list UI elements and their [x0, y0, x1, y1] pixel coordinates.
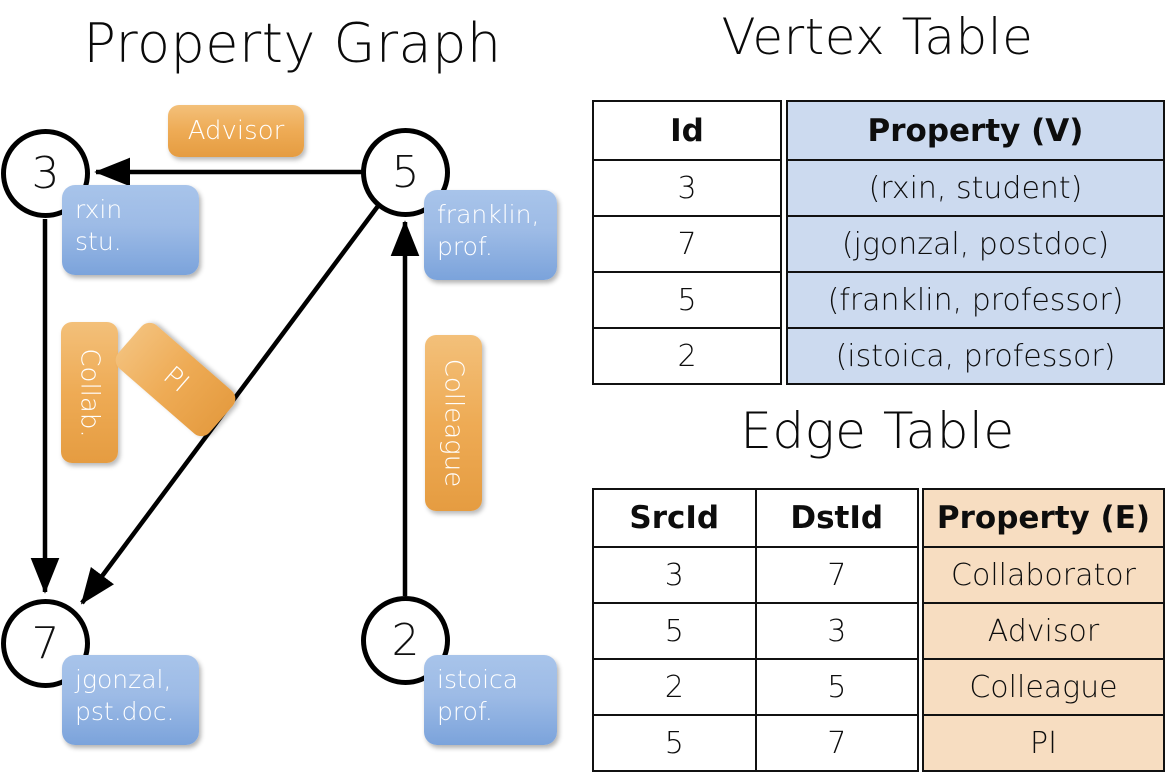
- vertex-property-cell: (jgonzal, postdoc): [786, 215, 1165, 273]
- graph-node-5[interactable]: 5: [361, 128, 450, 217]
- node-property-line-2: pst.doc.: [75, 697, 175, 726]
- vertex-id-cell: 2: [592, 327, 782, 385]
- page-title-edge-table: Edge Table: [740, 402, 1015, 460]
- node-property-line-1: rxin: [75, 195, 123, 224]
- column-header-id: Id: [592, 100, 782, 161]
- edge-srcid-cell: 2: [592, 658, 757, 716]
- vertex-property-cell: (istoica, professor): [786, 327, 1165, 385]
- table-row[interactable]: 5 7: [592, 714, 919, 772]
- table-row[interactable]: Colleague: [922, 658, 1165, 716]
- table-row[interactable]: 7: [592, 215, 782, 273]
- property-graph-diagram: 3 5 7 2 rxin stu. franklin, prof. jgonza…: [0, 0, 585, 760]
- table-row[interactable]: (jgonzal, postdoc): [786, 215, 1165, 273]
- node-property-line-1: franklin,: [437, 200, 540, 229]
- column-header-dstid: DstId: [754, 488, 919, 548]
- table-row[interactable]: 5 3: [592, 602, 919, 660]
- edge-label-text: PI: [156, 360, 195, 399]
- table-row[interactable]: (rxin, student): [786, 159, 1165, 217]
- column-header-srcid: SrcId: [592, 488, 757, 548]
- table-row[interactable]: Advisor: [922, 602, 1165, 660]
- table-header-row: Property (E): [922, 488, 1165, 548]
- node-property-line-1: jgonzal,: [75, 665, 172, 694]
- edge-label-advisor[interactable]: Advisor: [168, 105, 304, 157]
- table-row[interactable]: 2 5: [592, 658, 919, 716]
- edge-dstid-cell: 5: [754, 658, 919, 716]
- edge-srcid-cell: 5: [592, 714, 757, 772]
- edge-label-text: Colleague: [438, 358, 469, 488]
- edge-srcid-cell: 3: [592, 546, 757, 604]
- edge-property-cell: Collaborator: [922, 546, 1165, 604]
- node-property-line-2: prof.: [437, 697, 493, 726]
- table-row[interactable]: PI: [922, 714, 1165, 772]
- node-property-bubble-3[interactable]: rxin stu.: [62, 185, 199, 275]
- table-row[interactable]: Collaborator: [922, 546, 1165, 604]
- column-header-property-e: Property (E): [922, 488, 1165, 548]
- graph-node-2[interactable]: 2: [361, 596, 450, 685]
- node-property-bubble-7[interactable]: jgonzal, pst.doc.: [62, 655, 199, 745]
- edge-table-id-columns: SrcId DstId 3 7 5 3 2 5 5 7: [592, 488, 919, 772]
- edge-dstid-cell: 7: [754, 714, 919, 772]
- edge-dstid-cell: 3: [754, 602, 919, 660]
- edge-table-property-column: Property (E) Collaborator Advisor Collea…: [922, 488, 1165, 772]
- vertex-id-cell: 5: [592, 271, 782, 329]
- vertex-table-property-column: Property (V) (rxin, student) (jgonzal, p…: [786, 100, 1165, 385]
- node-property-line-2: stu.: [75, 227, 122, 256]
- page-title-property-graph: Property Graph: [83, 12, 502, 75]
- vertex-property-cell: (rxin, student): [786, 159, 1165, 217]
- node-property-bubble-5[interactable]: franklin, prof.: [424, 190, 557, 280]
- table-header-row: Id: [592, 100, 782, 161]
- table-row[interactable]: 5: [592, 271, 782, 329]
- edge-property-cell: Colleague: [922, 658, 1165, 716]
- edge-label-text: Advisor: [187, 116, 285, 146]
- edge-label-colleague[interactable]: Colleague: [425, 335, 482, 511]
- table-row[interactable]: 3: [592, 159, 782, 217]
- vertex-property-cell: (franklin, professor): [786, 271, 1165, 329]
- page-title-vertex-table: Vertex Table: [721, 8, 1034, 66]
- edge-property-cell: Advisor: [922, 602, 1165, 660]
- table-row[interactable]: 2: [592, 327, 782, 385]
- edge-property-cell: PI: [922, 714, 1165, 772]
- edge-label-collab[interactable]: Collab.: [61, 322, 118, 463]
- node-property-line-2: prof.: [437, 232, 493, 261]
- column-header-property-v: Property (V): [786, 100, 1165, 161]
- node-property-line-1: istoica: [437, 665, 519, 694]
- table-row[interactable]: (istoica, professor): [786, 327, 1165, 385]
- table-header-row: Property (V): [786, 100, 1165, 161]
- node-property-bubble-2[interactable]: istoica prof.: [424, 655, 557, 745]
- edge-label-text: Collab.: [74, 347, 105, 438]
- table-header-row: SrcId DstId: [592, 488, 919, 548]
- table-row[interactable]: 3 7: [592, 546, 919, 604]
- vertex-id-cell: 3: [592, 159, 782, 217]
- vertex-table-id-column: Id 3 7 5 2: [592, 100, 782, 385]
- vertex-id-cell: 7: [592, 215, 782, 273]
- table-row[interactable]: (franklin, professor): [786, 271, 1165, 329]
- edge-srcid-cell: 5: [592, 602, 757, 660]
- edge-dstid-cell: 7: [754, 546, 919, 604]
